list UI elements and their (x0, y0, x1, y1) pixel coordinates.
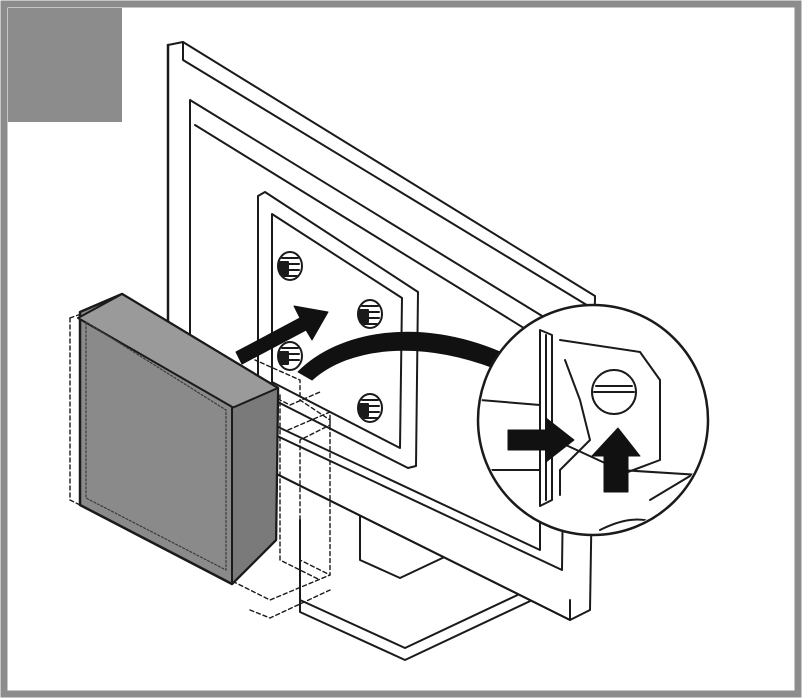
screw-top-right (357, 299, 383, 329)
arrow-right-icon (235, 305, 329, 365)
screw-bottom-left (277, 341, 303, 371)
screw-top-left (277, 251, 303, 281)
lock-arrow-right (507, 417, 575, 463)
step-corner-block (8, 8, 122, 122)
arrow-up-icon (591, 427, 641, 493)
mounting-screws (277, 251, 383, 423)
mini-pc-device (77, 292, 280, 586)
screw-bottom-right (357, 393, 383, 423)
magnifier-callout-icon (476, 303, 710, 537)
